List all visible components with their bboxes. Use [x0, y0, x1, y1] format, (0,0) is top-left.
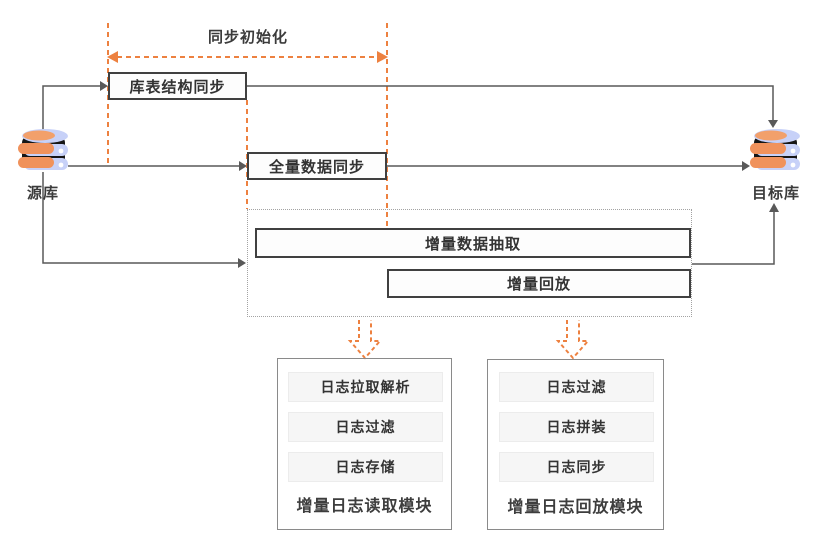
log-reader-item: 日志存储 — [288, 452, 443, 482]
full-sync-box: 全量数据同步 — [247, 152, 387, 180]
log-reader-item: 日志拉取解析 — [288, 372, 443, 402]
arrowhead-into-incremental — [238, 258, 246, 268]
connector-source-to-schema-sync — [42, 85, 102, 131]
connector-source-to-incremental — [42, 172, 239, 264]
incremental-replay-box: 增量回放 — [387, 269, 691, 298]
log-replay-item: 日志同步 — [499, 452, 654, 482]
log-reader-module: 日志拉取解析 日志过滤 日志存储 增量日志读取模块 — [277, 358, 452, 530]
arrowhead-down-into-target — [768, 120, 778, 128]
arrowhead-into-target-left — [742, 161, 750, 171]
connector-schema-sync-to-target — [247, 85, 774, 121]
log-replay-item: 日志拼装 — [499, 412, 654, 442]
log-replay-module-title: 增量日志回放模块 — [507, 499, 644, 516]
incremental-container — [247, 209, 692, 317]
source-database-icon — [18, 129, 68, 170]
block-arrow-to-reader-module — [347, 320, 383, 360]
log-reader-module-title: 增量日志读取模块 — [296, 498, 433, 515]
source-db-label: 源库 — [26, 185, 59, 202]
arrowhead-into-full-sync — [239, 161, 247, 171]
sync-init-label: 同步初始化 — [207, 29, 288, 46]
target-database-icon — [750, 129, 800, 170]
arrowhead-up-to-target — [769, 203, 779, 212]
arrowhead-into-schema-sync — [100, 81, 108, 91]
incremental-extract-box: 增量数据抽取 — [255, 228, 691, 258]
span-arrowhead-left — [107, 51, 118, 63]
connector-replay-to-target — [692, 211, 775, 265]
block-arrow-to-replay-module — [555, 320, 591, 360]
target-db-label: 目标库 — [751, 185, 800, 202]
log-reader-item: 日志过滤 — [288, 412, 443, 442]
schema-sync-box: 库表结构同步 — [108, 72, 247, 100]
log-replay-module: 日志过滤 日志拼装 日志同步 增量日志回放模块 — [487, 359, 664, 530]
log-replay-item: 日志过滤 — [499, 372, 654, 402]
span-arrowhead-right — [377, 51, 388, 63]
